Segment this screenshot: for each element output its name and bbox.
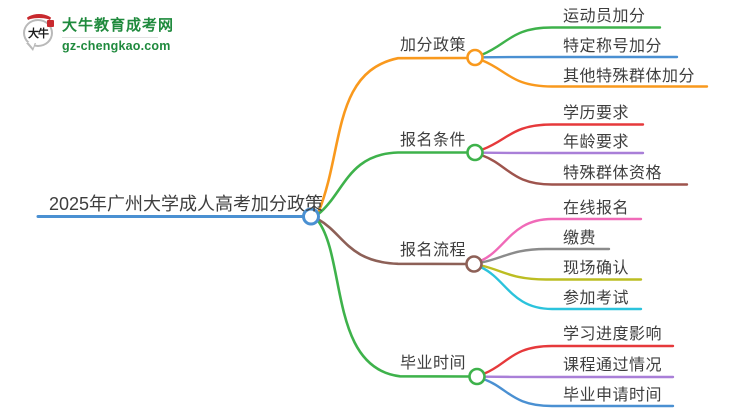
leaf-label-course-pass-status[interactable]: 课程通过情况 <box>563 357 663 374</box>
leaf-label-take-exam[interactable]: 参加考试 <box>563 289 630 307</box>
connector-leaf-onsite-confirmation <box>480 264 643 281</box>
leaf-label-athlete-bonus[interactable]: 运动员加分 <box>563 8 646 25</box>
leaf-label-onsite-confirmation[interactable]: 现场确认 <box>563 260 630 277</box>
logo-hat-shape <box>25 14 53 29</box>
logo-site-name: 大牛教育成考网 <box>62 17 175 34</box>
connector-branch-graduation-time <box>317 220 471 378</box>
branch-label-bonus-policy[interactable]: 加分政策 <box>400 37 467 54</box>
node-circle-registration-process[interactable] <box>465 255 483 273</box>
leaf-label-special-title-bonus[interactable]: 特定称号加分 <box>563 38 663 55</box>
connector-leaf-athlete-bonus <box>481 26 662 56</box>
connector-leaf-online-registration <box>480 217 643 262</box>
branch-label-registration-requirements[interactable]: 报名条件 <box>400 132 467 149</box>
leaf-label-special-group-qualification[interactable]: 特殊群体资格 <box>563 165 663 182</box>
logo-bubble-text: 大牛 <box>23 19 53 47</box>
logo-bubble-tail <box>26 42 36 51</box>
branch-label-graduation-time[interactable]: 毕业时间 <box>400 355 467 372</box>
logo-seal-shape <box>47 20 54 27</box>
connector-branch-registration-process <box>317 218 468 266</box>
connector-leaf-special-group-qualification <box>481 154 689 186</box>
logo-bubble-icon: 大牛 <box>22 14 54 52</box>
leaf-label-study-progress-impact[interactable]: 学习进度影响 <box>563 326 663 343</box>
branch-label-registration-process[interactable]: 报名流程 <box>400 242 467 259</box>
connector-branch-bonus-policy <box>317 56 469 214</box>
connector-leaf-graduation-application-time <box>483 378 675 408</box>
leaf-label-online-registration[interactable]: 在线报名 <box>563 199 630 217</box>
leaf-label-age-requirement[interactable]: 年龄要求 <box>563 134 630 151</box>
leaf-label-other-special-group-bonus[interactable]: 其他特殊群体加分 <box>563 67 696 85</box>
node-circle-root[interactable] <box>302 207 320 226</box>
logo-site-url: gz-chengkao.com <box>62 39 171 53</box>
connector-leaf-study-progress-impact <box>483 344 675 375</box>
node-circle-bonus-policy[interactable] <box>466 48 484 67</box>
connector-leaf-education-requirement <box>481 123 645 151</box>
connector-leaf-take-exam <box>480 266 643 311</box>
node-circle-registration-requirements[interactable] <box>466 143 484 162</box>
site-logo: 大牛 大牛教育成考网 gz-chengkao.com <box>22 14 174 53</box>
leaf-label-education-requirement[interactable]: 学历要求 <box>563 105 630 122</box>
connector-leaf-other-special-group-bonus <box>481 59 709 88</box>
leaf-label-graduation-application-time[interactable]: 毕业申请时间 <box>563 386 663 404</box>
connector-leaf-payment <box>480 247 611 264</box>
node-circle-graduation-time[interactable] <box>468 367 486 386</box>
logo-divider <box>62 37 158 38</box>
root-topic-label[interactable]: 2025年广州大学成人高考加分政策 <box>49 194 324 214</box>
connector-branch-registration-requirements <box>317 151 469 216</box>
leaf-label-payment[interactable]: 缴费 <box>563 229 597 247</box>
